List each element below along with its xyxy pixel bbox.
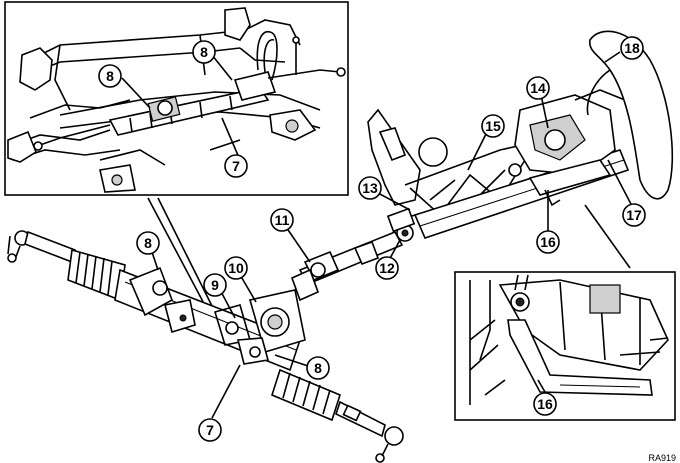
bracket-inset	[454, 271, 676, 421]
svg-text:8: 8	[144, 235, 152, 251]
svg-text:10: 10	[228, 260, 244, 276]
steering-column-bracket	[507, 319, 653, 396]
svg-text:13: 13	[362, 180, 378, 196]
svg-text:16: 16	[540, 234, 556, 250]
callout-8-inset-top: 8	[192, 40, 216, 64]
steering-gear-assembly	[7, 230, 404, 463]
crossmember-inset	[4, 1, 349, 196]
svg-text:16: 16	[537, 396, 553, 412]
callout-7-inset: 7	[224, 154, 248, 178]
callout-8-rack-left: 8	[136, 231, 160, 255]
svg-text:11: 11	[275, 212, 290, 228]
steering-column	[290, 30, 674, 302]
right-tie-rod-end	[384, 426, 404, 446]
svg-text:7: 7	[206, 422, 214, 438]
svg-text:18: 18	[624, 40, 640, 56]
svg-text:15: 15	[485, 118, 501, 134]
column-knob	[418, 137, 448, 167]
callout-8-inset-left: 8	[98, 64, 122, 88]
callout-13: 13	[358, 176, 382, 200]
svg-text:8: 8	[106, 68, 114, 84]
callout-10: 10	[224, 256, 248, 280]
callout-14: 14	[526, 76, 550, 100]
callout-11: 11	[270, 208, 294, 232]
callout-9: 9	[203, 273, 227, 297]
figure-code: RA919	[648, 453, 676, 463]
callout-16-inset: 16	[533, 392, 557, 416]
svg-text:12: 12	[379, 260, 395, 276]
callout-18: 18	[620, 36, 644, 60]
svg-text:14: 14	[530, 80, 546, 96]
svg-text:17: 17	[626, 207, 642, 223]
crossmember-inset-frame	[4, 1, 349, 196]
svg-text:7: 7	[232, 158, 240, 174]
callout-15: 15	[481, 114, 505, 138]
callout-7-lower: 7	[198, 418, 222, 442]
callout-17: 17	[622, 203, 646, 227]
callout-12: 12	[375, 256, 399, 280]
callout-8-lower: 8	[306, 356, 330, 380]
svg-text:8: 8	[314, 360, 322, 376]
svg-text:8: 8	[200, 44, 208, 60]
callout-16-column: 16	[536, 230, 560, 254]
svg-text:9: 9	[211, 277, 219, 293]
